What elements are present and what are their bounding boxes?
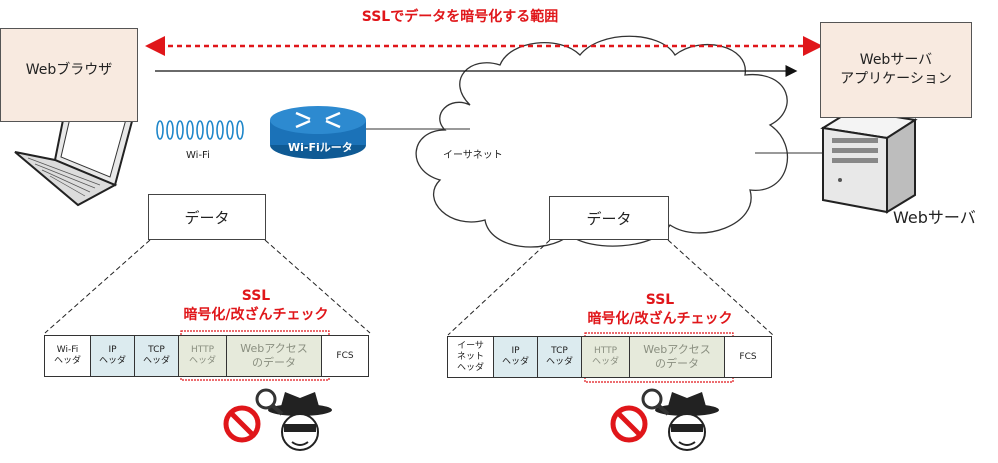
hacker-icon xyxy=(268,392,332,451)
prohibited-icon xyxy=(610,405,648,443)
left-data-label: データ xyxy=(148,194,266,240)
right-ssl-text: SSL 暗号化/改ざんチェック xyxy=(587,292,733,327)
server-label: Webサーバ xyxy=(893,208,976,227)
router-label: Wi-Fiルータ xyxy=(288,141,353,154)
wifi-label: Wi-Fi xyxy=(186,150,210,161)
frame-cell: HTTP ヘッダ xyxy=(582,337,630,377)
browser-box: Webブラウザ xyxy=(0,28,138,122)
right-data-label: データ xyxy=(549,196,669,240)
frame-cell: HTTP ヘッダ xyxy=(179,336,227,376)
wifi-waves-icon xyxy=(156,120,244,140)
frame-cell: イーサ ネット ヘッダ xyxy=(448,337,494,377)
frame-cell: IP ヘッダ xyxy=(494,337,538,377)
frame-cell: TCP ヘッダ xyxy=(538,337,582,377)
server-app-box: Webサーバ アプリケーション xyxy=(820,22,972,118)
frame-cell: IP ヘッダ xyxy=(91,336,135,376)
frame-cell: Webアクセス のデータ xyxy=(227,336,322,376)
prohibited-icon xyxy=(223,405,261,443)
magnifier-icon xyxy=(641,388,670,416)
left-ssl-text: SSL 暗号化/改ざんチェック xyxy=(183,288,329,323)
server-tower-icon xyxy=(820,108,918,214)
frame-cell: Webアクセス のデータ xyxy=(630,337,725,377)
frame-cell: TCP ヘッダ xyxy=(135,336,179,376)
magnifier-icon xyxy=(255,388,284,416)
frame-cell: FCS xyxy=(322,336,368,376)
hacker-icon xyxy=(655,392,719,451)
router-icon xyxy=(270,106,366,159)
internet-label: イーサネット xyxy=(443,150,503,161)
frame-cell: Wi-Fi ヘッダ xyxy=(45,336,91,376)
frame-cell: FCS xyxy=(725,337,771,377)
browser-label: Webブラウザ xyxy=(25,62,113,78)
ssl-range-label: SSLでデータを暗号化する範囲 xyxy=(361,9,559,25)
